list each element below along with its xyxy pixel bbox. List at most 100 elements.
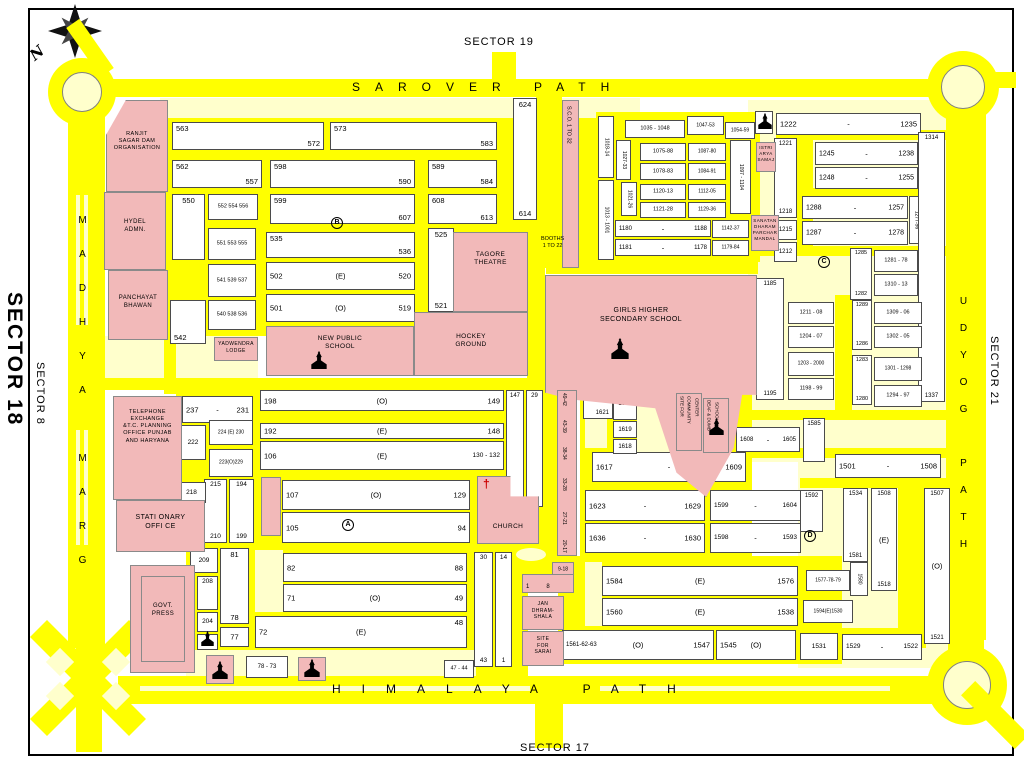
- plot-number: 1218: [778, 209, 793, 215]
- plot-block: 540 538 536: [208, 300, 256, 330]
- plot-block: 1501-1508: [835, 454, 941, 478]
- plot-number: 210: [210, 532, 221, 540]
- plot-number: 1: [526, 584, 530, 590]
- plot-block: 14 1: [495, 552, 512, 667]
- plot-number: 231: [236, 404, 249, 414]
- plot-block: 192(E)148: [260, 423, 504, 439]
- plot-block: 1585: [803, 418, 825, 462]
- road-segment: [898, 486, 926, 648]
- plot-number: 1257: [888, 204, 904, 211]
- plot-block: 551 553 555: [208, 228, 256, 260]
- plot-number: 215: [210, 481, 221, 488]
- plot-block: 1181-1178: [615, 239, 711, 256]
- plot-block: 1204 - 07: [788, 326, 834, 348]
- plot-number: 1087-80: [697, 148, 717, 155]
- plot-number: 1195: [763, 391, 777, 397]
- plot-number: 598: [274, 162, 287, 171]
- plot-number: -: [880, 642, 884, 652]
- plot-number: 1282: [854, 290, 868, 297]
- plot-number: 1120-13: [653, 188, 673, 195]
- plot-block: 1545 (O): [716, 630, 796, 660]
- plot-number: 535: [270, 234, 283, 243]
- plot-number: 1013 - 1001: [603, 206, 610, 234]
- road-median: [76, 430, 80, 545]
- vertical-label: 49-42: [561, 393, 567, 406]
- plot-block: 1035 - 1048: [625, 120, 685, 138]
- plot-number: 72: [259, 627, 268, 637]
- plot-number: 1129-36: [698, 206, 716, 213]
- plot-number: 1309 - 06: [886, 309, 910, 316]
- plot-number: 1188: [694, 225, 707, 232]
- plot-block: 1121-28: [640, 202, 686, 218]
- booth-strip-49-17: [557, 390, 577, 556]
- plot-number: 9-18: [557, 566, 569, 573]
- road-segment: [800, 628, 925, 636]
- road-segment: [748, 410, 948, 420]
- plot-block: 1018-14: [598, 116, 614, 178]
- plot-number: 1593: [782, 533, 797, 541]
- plot-block: 237-231: [182, 396, 253, 423]
- plot-block: 1129-36: [688, 202, 726, 218]
- plot-block: 502(E)520: [266, 262, 415, 290]
- plot-block: 208: [197, 576, 218, 610]
- sco-booths-strip: [562, 100, 579, 268]
- plot-number: 192: [264, 426, 277, 436]
- plot-number: 501: [270, 303, 283, 313]
- plot-block: 223(O)229: [209, 449, 253, 477]
- plot-number: 1617: [596, 462, 613, 472]
- plot-block: 1310 - 13: [874, 274, 918, 296]
- plot-number: 107: [286, 490, 299, 500]
- plot-block: 1608-1605: [736, 427, 800, 452]
- plot-number: 520: [398, 271, 411, 281]
- plot-number: 551 553 555: [216, 240, 248, 247]
- road-segment: [946, 86, 986, 640]
- plot-number: 1314: [924, 135, 939, 141]
- plot-number: 1: [501, 656, 506, 664]
- govt-press-label: GOVT.PRESS: [151, 603, 175, 617]
- plot-number: 502: [270, 271, 283, 281]
- plot-number: 1545: [720, 640, 737, 650]
- plot-block: 1619: [613, 421, 637, 438]
- plot-number: 1609: [725, 462, 742, 472]
- plot-block: 1097 - 1104: [730, 140, 751, 214]
- plot-number: 14: [499, 554, 508, 561]
- plot-number: 1534: [848, 491, 863, 497]
- plot-number: 1623: [589, 500, 606, 510]
- plot-number: (O): [750, 640, 762, 650]
- road-median: [516, 548, 546, 561]
- plot-number: 1518: [877, 582, 891, 588]
- plot-number: 43: [479, 656, 488, 664]
- road-segment: [106, 79, 950, 97]
- map-frame: [28, 8, 1014, 756]
- plot-number: 1592: [804, 493, 819, 499]
- plot-block: 552 554 556: [208, 194, 258, 220]
- plot-number: 1027-33: [621, 150, 627, 170]
- plot-number: 208: [202, 578, 213, 585]
- plot-number: 1287: [806, 229, 822, 237]
- plot-number: (O): [335, 303, 346, 313]
- plot-number: 572: [307, 138, 320, 148]
- road-segment: [776, 130, 946, 140]
- plot-number: 147: [509, 393, 521, 399]
- plot-number: (E): [695, 607, 705, 617]
- plot-block: 1087-80: [688, 143, 726, 161]
- plot-number: 1294 - 97: [886, 392, 910, 399]
- road-median: [585, 412, 607, 448]
- plot-number: 519: [398, 303, 411, 313]
- sector-21-label: SECTOR 21: [988, 336, 1000, 406]
- plot-block: 1198 - 99: [788, 378, 834, 400]
